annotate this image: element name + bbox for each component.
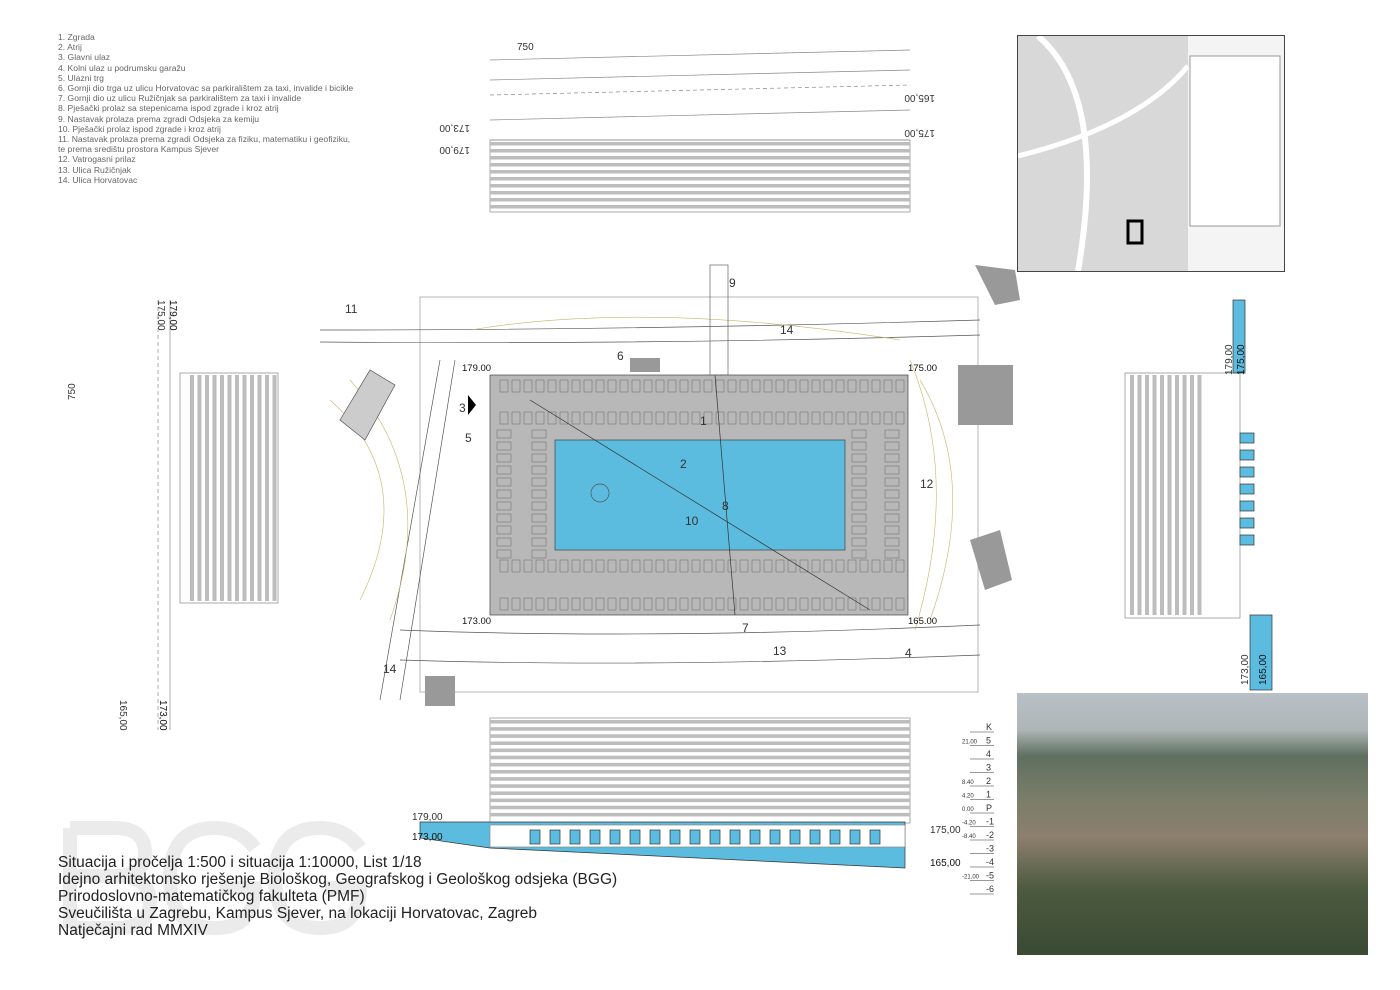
level-label: 2 (986, 776, 991, 786)
svg-text:175.00: 175.00 (908, 363, 937, 374)
svg-text:179,00: 179,00 (167, 300, 178, 331)
plan-number: 3 (459, 401, 466, 415)
legend-item: 13. Ulica Ružičnjak (58, 164, 132, 175)
level-label: -6 (986, 884, 994, 894)
plan-number: 7 (742, 621, 749, 635)
elev-label: 165,00 (904, 92, 935, 103)
svg-text:179,00: 179,00 (412, 812, 443, 823)
legend-item: 5. Ulazni trg (58, 72, 104, 83)
south-elevation: 179,00 173,00 175,00 165,00 (412, 717, 961, 869)
level-label: 1 (986, 790, 991, 800)
elev-label: 175,00 (904, 127, 935, 138)
sheet-title: Situacija i pročelja 1:500 i situacija 1… (58, 854, 617, 939)
level-label: -1 (986, 817, 994, 827)
plan-number: 8 (722, 499, 729, 513)
legend-item: 3. Glavni ulaz (58, 52, 111, 63)
elev-label: 179,00 (439, 144, 470, 155)
plan-number: 5 (465, 431, 472, 445)
watermark-logo (63, 820, 368, 936)
svg-text:173,00: 173,00 (1240, 654, 1251, 685)
level-label: 3 (986, 763, 991, 773)
legend-item: te prema središtu prostora Kampus Sjever (58, 144, 219, 155)
plan-number: 14 (383, 662, 397, 676)
west-elevation: 179,00 175,00 173,00 165,00 750 (67, 300, 279, 731)
legend-item: 4. Kolni ulaz u podrumsku garažu (58, 62, 186, 73)
location-map (1017, 35, 1285, 272)
plan-number: 4 (905, 646, 912, 660)
plan-number: 14 (780, 323, 794, 337)
svg-text:179,00: 179,00 (1224, 344, 1235, 375)
aerial-photo (1017, 693, 1368, 955)
legend-item: 9. Nastavak prolaza prema zgradi Odsjeka… (58, 113, 260, 124)
plan-number: 10 (685, 514, 699, 528)
level-label: P (986, 803, 992, 813)
spot-levels: 179.00 175.00 173.00 165.00 (462, 363, 937, 627)
legend-item: 7. Gornji dio uz ulicu Ružičnjak sa park… (58, 93, 302, 104)
level-value: 0.00 (962, 807, 974, 813)
svg-text:165,00: 165,00 (117, 700, 128, 731)
width-dim: 750 (517, 42, 534, 53)
legend-item: 2. Atrij (58, 42, 82, 53)
east-elevation: 175,00 179,00 165,00 173,00 (1124, 299, 1273, 691)
level-label: -4 (986, 857, 994, 867)
svg-text:173,00: 173,00 (412, 832, 443, 843)
title-line: Natječajni rad MMXIV (58, 922, 208, 939)
level-label: 5 (986, 736, 991, 746)
svg-text:175,00: 175,00 (1236, 344, 1247, 375)
plan-number: 11 (345, 302, 358, 316)
level-label: -3 (986, 844, 994, 854)
plan-number: 13 (773, 644, 787, 658)
level-label: -5 (986, 871, 994, 881)
legend-item: 1. Zgrada (58, 32, 95, 42)
legend-item: 6. Gornji dio trga uz ulicu Horvatovac s… (58, 83, 354, 94)
level-value: -4.20 (962, 821, 976, 827)
svg-text:750: 750 (67, 383, 78, 400)
svg-text:173,00: 173,00 (157, 700, 168, 731)
level-label: -2 (986, 830, 994, 840)
svg-text:165.00: 165.00 (908, 616, 937, 627)
level-value: -21.00 (962, 875, 980, 881)
legend-item: 12. Vatrogasni prilaz (58, 154, 136, 165)
legend-item: 14. Ulica Horvatovac (58, 174, 138, 185)
legend-item: 10. Pješački prolaz ispod zgrade i kroz … (58, 123, 221, 134)
plan-number: 1 (700, 414, 707, 428)
plan-number: 2 (680, 457, 687, 471)
level-scale: K 21.00 5 4 3 8.40 2 4.20 1 0.00 P -4.20 -1 -8.40 -2 -3… (962, 722, 994, 895)
level-value: -8.40 (962, 834, 976, 840)
site-marker (1126, 219, 1144, 245)
atrium (554, 439, 846, 551)
svg-text:179.00: 179.00 (462, 363, 491, 374)
legend-item: 8. Pješački prolaz sa stepenicama ispod … (58, 103, 279, 114)
level-value: 21.00 (962, 740, 978, 746)
elev-label: 173,00 (439, 122, 470, 133)
plan-number: 9 (729, 276, 736, 290)
plan-number: 6 (617, 349, 624, 363)
title-line: Prirodoslovno-matematičkog fakulteta (PM… (58, 888, 365, 905)
svg-text:173.00: 173.00 (462, 616, 491, 627)
svg-text:175,00: 175,00 (930, 825, 961, 836)
title-line: Idejno arhitektonsko rješenje Biološkog,… (58, 871, 618, 888)
site-plan (319, 264, 1020, 706)
level-value: 8.40 (962, 780, 974, 786)
plan-number: 12 (920, 477, 934, 491)
svg-text:165,00: 165,00 (930, 858, 961, 869)
level-label: K (986, 722, 992, 732)
north-elevation: 750 165,00 175,00 173,00 179,00 (439, 42, 935, 213)
svg-text:175,00: 175,00 (155, 300, 166, 331)
legend-item: 11. Nastavak prolaza prema zgradi Odsjek… (58, 134, 351, 145)
level-value: 4.20 (962, 794, 974, 800)
title-line: Situacija i pročelja 1:500 i situacija 1… (58, 854, 422, 871)
title-line: Sveučilišta u Zagrebu, Kampus Sjever, na… (58, 905, 538, 922)
level-label: 4 (986, 749, 991, 759)
svg-text:165,00: 165,00 (1258, 654, 1269, 685)
